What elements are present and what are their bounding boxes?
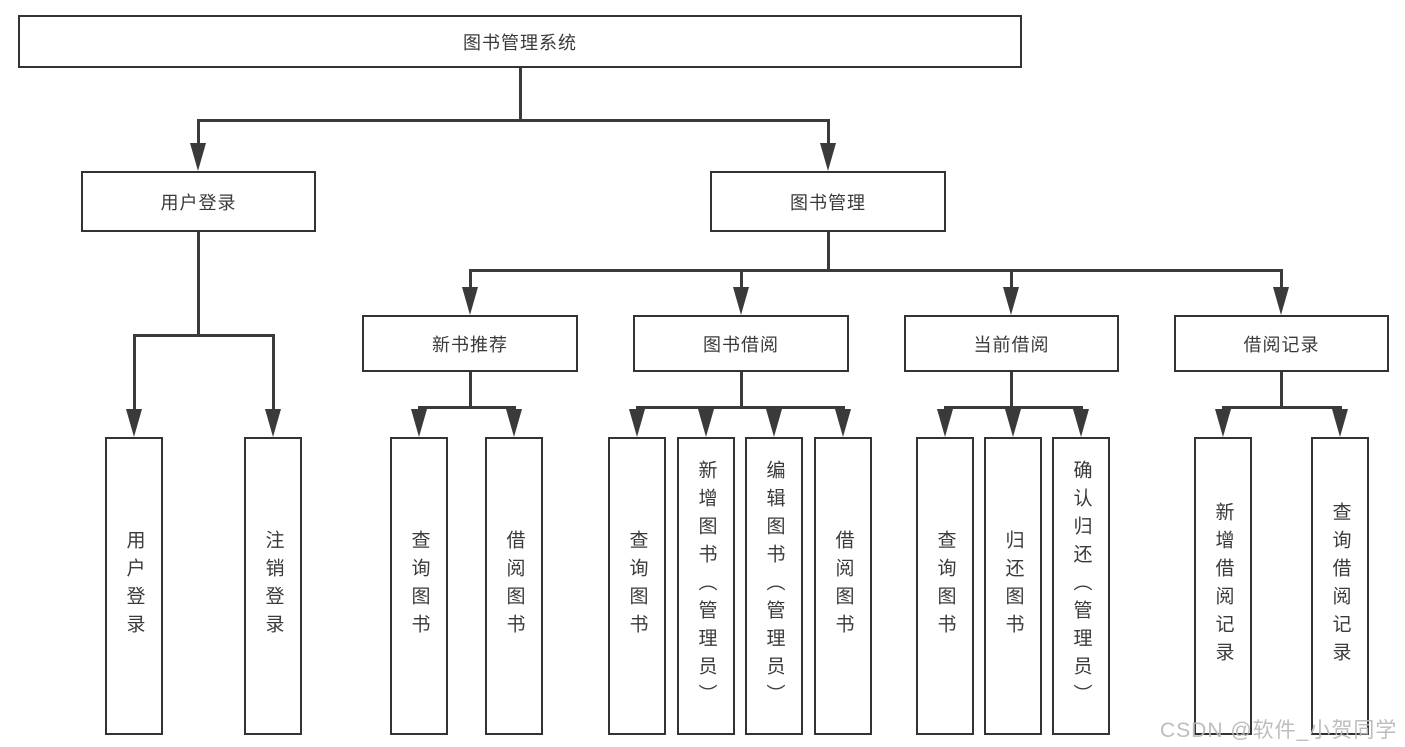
arrow-down-f2 — [1005, 409, 1021, 437]
arrow-down-e2 — [698, 409, 714, 437]
connector-borrow-stem — [740, 372, 743, 409]
connector-root-stem — [519, 68, 522, 120]
leaf-query-books-current: 查询图书 — [916, 437, 974, 735]
connector-drop-book-borrow — [740, 269, 743, 294]
connector-drop-book-management — [827, 119, 830, 157]
arrow-down-g1 — [1215, 409, 1231, 437]
leaf-add-borrow-record: 新增借阅记录 — [1194, 437, 1252, 735]
node-root-library-management-system: 图书管理系统 — [18, 15, 1022, 68]
connector-drop-current-borrow — [1010, 269, 1013, 294]
arrow-down-leaf-logout — [265, 409, 281, 437]
node-user-login: 用户登录 — [81, 171, 316, 232]
leaf-query-books-recommend: 查询图书 — [390, 437, 448, 735]
leaf-confirm-return-admin: 确认归还（管理员） — [1052, 437, 1110, 735]
csdn-watermark: CSDN @软件_小贺同学 — [1160, 719, 1398, 742]
leaf-query-books-borrow: 查询图书 — [608, 437, 666, 735]
arrow-down-f3 — [1073, 409, 1089, 437]
connector-drop-leaf-logout — [272, 334, 275, 419]
leaf-return-books: 归还图书 — [984, 437, 1042, 735]
node-book-borrowing: 图书借阅 — [633, 315, 849, 372]
arrow-down-e4 — [835, 409, 851, 437]
arrow-down-e3 — [766, 409, 782, 437]
arrow-down-f1 — [937, 409, 953, 437]
arrow-down-user-login — [190, 143, 206, 171]
node-new-book-recommendation: 新书推荐 — [362, 315, 578, 372]
arrow-down-book-management — [820, 143, 836, 171]
connector-drop-leaf-user-login — [133, 334, 136, 419]
arrow-down-d2 — [506, 409, 522, 437]
arrow-down-current-borrow — [1003, 287, 1019, 315]
leaf-borrow-books: 借阅图书 — [814, 437, 872, 735]
connector-newbook-rail — [418, 406, 516, 409]
arrow-down-leaf-user-login — [126, 409, 142, 437]
connector-records-rail — [1222, 406, 1342, 409]
connector-userlogin-rail — [133, 334, 275, 337]
node-book-management: 图书管理 — [710, 171, 946, 232]
connector-drop-new-book — [469, 269, 472, 294]
arrow-down-borrow-records — [1273, 287, 1289, 315]
arrow-down-new-book — [462, 287, 478, 315]
arrow-down-book-borrow — [733, 287, 749, 315]
leaf-edit-books-admin: 编辑图书（管理员） — [745, 437, 803, 735]
leaf-user-login: 用户登录 — [105, 437, 163, 735]
leaf-borrow-books-recommend: 借阅图书 — [485, 437, 543, 735]
connector-userlogin-stem — [197, 232, 200, 337]
leaf-query-borrow-record: 查询借阅记录 — [1311, 437, 1369, 735]
connector-drop-borrow-records — [1280, 269, 1283, 294]
connector-records-stem — [1280, 372, 1283, 409]
connector-bookmgmt-rail — [469, 269, 1283, 272]
connector-borrow-rail — [636, 406, 845, 409]
node-borrowing-records: 借阅记录 — [1174, 315, 1389, 372]
node-current-borrowing: 当前借阅 — [904, 315, 1119, 372]
connector-bookmgmt-stem — [827, 232, 830, 272]
connector-current-stem — [1010, 372, 1013, 409]
arrow-down-g2 — [1332, 409, 1348, 437]
arrow-down-d1 — [411, 409, 427, 437]
connector-root-rail — [197, 119, 830, 122]
connector-newbook-stem — [469, 372, 472, 409]
leaf-logout: 注销登录 — [244, 437, 302, 735]
leaf-add-books-admin: 新增图书（管理员） — [677, 437, 735, 735]
connector-drop-user-login — [197, 119, 200, 157]
arrow-down-e1 — [629, 409, 645, 437]
